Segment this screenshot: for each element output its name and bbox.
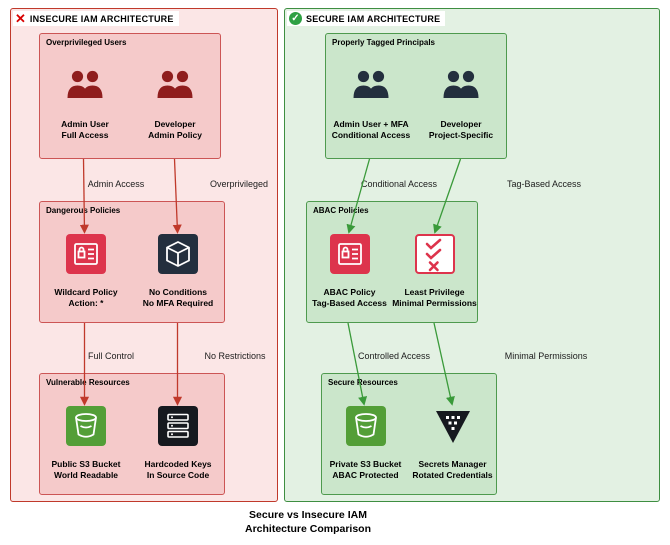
- iam-policy-icon: [66, 234, 106, 274]
- node-wildcard-policy: Wildcard Policy Action: *: [40, 234, 132, 309]
- node-admin-user-full-access: Admin User Full Access: [40, 66, 130, 141]
- iam-policy-icon: [329, 234, 370, 274]
- node-hardcoded-keys: Hardcoded Keys In Source Code: [132, 406, 224, 481]
- secure-panel-header: ✓ SECURE IAM ARCHITECTURE: [287, 11, 446, 26]
- group-label: Vulnerable Resources: [46, 378, 130, 387]
- users-icon: [155, 66, 195, 106]
- node-caption: ABAC Policy Tag-Based Access: [312, 287, 387, 309]
- group-label: Secure Resources: [328, 378, 398, 387]
- node-caption: Private S3 Bucket ABAC Protected: [329, 459, 402, 481]
- group-secure-resources: Secure Resources Private S3 Bucket ABAC …: [321, 373, 497, 495]
- flow-label: Admin Access: [87, 179, 145, 189]
- users-icon: [351, 66, 391, 106]
- group-label: Properly Tagged Principals: [332, 38, 435, 47]
- s3-bucket-icon: [345, 406, 386, 446]
- group-overprivileged-users: Overprivileged Users Admin User Full Acc…: [39, 33, 221, 159]
- group-items: Admin User Full Access Developer Admin P…: [40, 66, 220, 141]
- secure-panel-title: SECURE IAM ARCHITECTURE: [306, 13, 441, 24]
- group-vulnerable-resources: Vulnerable Resources Public S3 Bucket Wo…: [39, 373, 225, 495]
- group-label: Dangerous Policies: [46, 206, 121, 215]
- group-items: Wildcard Policy Action: * No Conditions …: [40, 234, 224, 309]
- node-caption: Admin User + MFA Conditional Access: [331, 119, 411, 141]
- check-icon: ✓: [289, 12, 302, 25]
- node-caption: Secrets Manager Rotated Credentials: [412, 459, 493, 481]
- insecure-panel-title: INSECURE IAM ARCHITECTURE: [29, 13, 174, 24]
- group-items: Public S3 Bucket World Readable Hardcode…: [40, 406, 224, 481]
- node-least-privilege: Least Privilege Minimal Permissions: [392, 234, 477, 309]
- group-dangerous-policies: Dangerous Policies Wildcard Policy Actio…: [39, 201, 225, 323]
- node-caption: Least Privilege Minimal Permissions: [392, 287, 477, 309]
- s3-bucket-icon: [66, 406, 106, 446]
- insecure-panel: ✕ INSECURE IAM ARCHITECTURE Overprivileg…: [10, 8, 278, 502]
- node-caption: Wildcard Policy Action: *: [54, 287, 118, 309]
- diagram-caption: Secure vs Insecure IAM Architecture Comp…: [244, 509, 372, 536]
- group-items: ABAC Policy Tag-Based Access Least Privi…: [307, 234, 477, 309]
- node-caption: No Conditions No MFA Required: [142, 287, 214, 309]
- node-no-conditions: No Conditions No MFA Required: [132, 234, 224, 309]
- flow-label: Tag-Based Access: [506, 179, 582, 189]
- node-developer-project-specific: Developer Project-Specific: [416, 66, 506, 141]
- flow-label: Full Control: [87, 351, 135, 361]
- node-private-s3-bucket: Private S3 Bucket ABAC Protected: [322, 406, 409, 481]
- flow-label: Controlled Access: [357, 351, 431, 361]
- x-icon: ✕: [15, 11, 26, 26]
- group-items: Admin User + MFA Conditional Access Deve…: [326, 66, 506, 141]
- node-public-s3-bucket: Public S3 Bucket World Readable: [40, 406, 132, 481]
- flow-label: Conditional Access: [360, 179, 438, 189]
- node-developer-admin-policy: Developer Admin Policy: [130, 66, 220, 141]
- node-admin-user-mfa: Admin User + MFA Conditional Access: [326, 66, 416, 141]
- node-caption: Public S3 Bucket World Readable: [51, 459, 121, 481]
- node-secrets-manager: Secrets Manager Rotated Credentials: [409, 406, 496, 481]
- secure-panel: ✓ SECURE IAM ARCHITECTURE Properly Tagge…: [284, 8, 660, 502]
- server-icon: [158, 406, 198, 446]
- group-label: Overprivileged Users: [46, 38, 127, 47]
- checklist-icon: [414, 234, 455, 274]
- node-caption: Admin User Full Access: [61, 119, 109, 141]
- node-abac-policy: ABAC Policy Tag-Based Access: [307, 234, 392, 309]
- group-properly-tagged-principals: Properly Tagged Principals Admin User + …: [325, 33, 507, 159]
- group-label: ABAC Policies: [313, 206, 369, 215]
- flow-label: Minimal Permissions: [504, 351, 588, 361]
- flow-label: Overprivileged: [209, 179, 269, 189]
- node-caption: Developer Admin Policy: [148, 119, 202, 141]
- node-caption: Developer Project-Specific: [428, 119, 494, 141]
- users-icon: [441, 66, 481, 106]
- group-items: Private S3 Bucket ABAC Protected Secrets…: [322, 406, 496, 481]
- group-abac-policies: ABAC Policies ABAC Policy Tag-Based Acce…: [306, 201, 478, 323]
- cube-icon: [158, 234, 198, 274]
- node-caption: Hardcoded Keys In Source Code: [144, 459, 212, 481]
- flow-label: No Restrictions: [204, 351, 266, 361]
- secrets-manager-icon: [433, 406, 473, 446]
- users-icon: [65, 66, 105, 106]
- insecure-panel-header: ✕ INSECURE IAM ARCHITECTURE: [13, 11, 179, 26]
